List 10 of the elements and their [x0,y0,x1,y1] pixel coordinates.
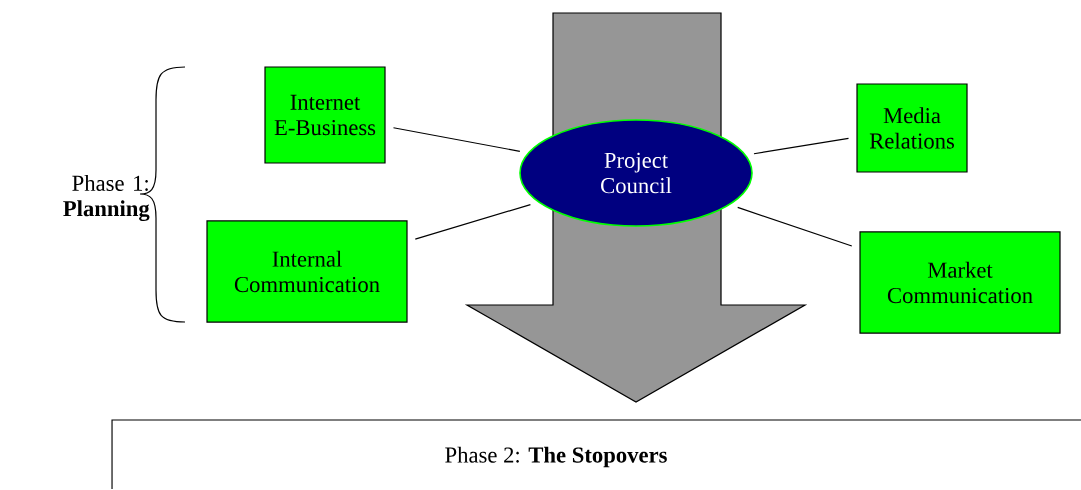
connector-line [753,137,850,155]
process-box: Market Communication [859,231,1061,334]
process-box: Internet E-Business [264,66,386,164]
phase-label: Phase 1: Planning [63,174,150,222]
phase-box: Phase 2: The Stopovers [111,419,1081,490]
connector-line [737,206,853,247]
process-box: Internal Communication [206,220,408,323]
connector-line [392,127,521,152]
connector-line [414,204,531,240]
process-box: Media Relations [856,83,968,173]
